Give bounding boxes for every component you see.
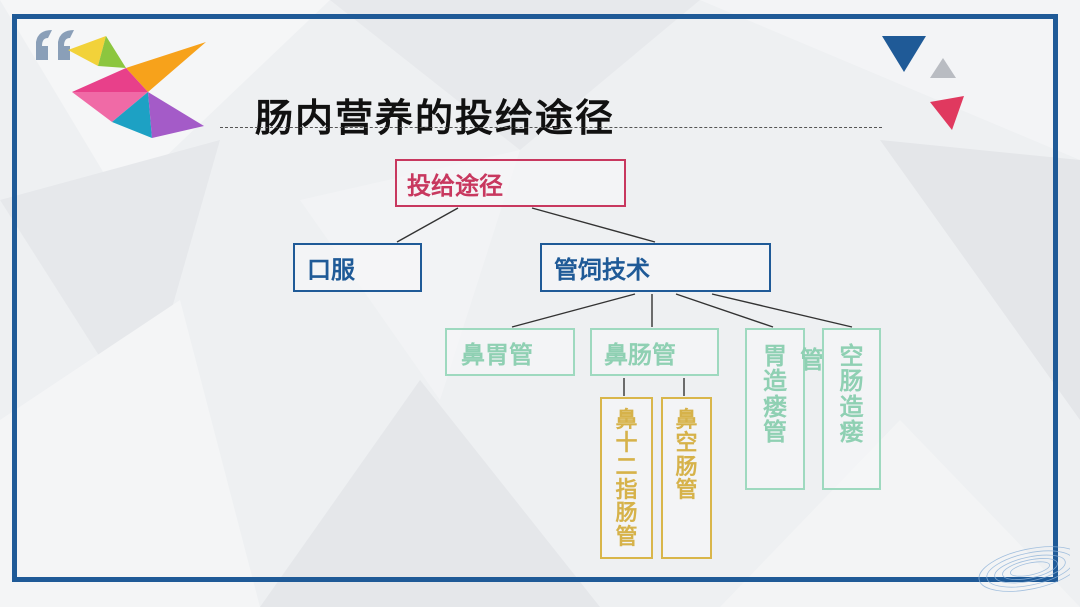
node-gastrostomy-label: 胃造瘘管 <box>763 342 787 447</box>
node-jejunostomy: 空肠造瘘 <box>822 328 881 490</box>
title-separator <box>220 127 882 128</box>
node-tube-feeding-label: 管饲技术 <box>554 256 650 284</box>
slide-frame <box>12 14 1058 582</box>
gray-triangle-decoration <box>930 58 956 78</box>
slide-title: 肠内营养的投给途径 <box>255 96 616 141</box>
node-tube-feeding: 管饲技术 <box>540 243 771 292</box>
node-oral-label: 口服 <box>307 256 355 284</box>
node-gastrostomy: 胃造瘘管 <box>745 328 805 490</box>
node-nasoduodenal-label: 鼻十二指肠管 <box>615 408 638 550</box>
node-nasoduodenal: 鼻十二指肠管 <box>600 397 653 559</box>
node-nasogastric-label: 鼻胃管 <box>461 340 533 369</box>
node-nasoenteric: 鼻肠管 <box>590 328 719 376</box>
pink-triangle-decoration <box>930 96 964 130</box>
node-jejunostomy-label: 空肠造瘘 <box>839 342 864 447</box>
blue-triangle-decoration <box>882 36 926 72</box>
node-nasojejunal: 鼻空肠管 <box>661 397 712 559</box>
node-oral: 口服 <box>293 243 422 292</box>
origami-bird-logo <box>36 30 206 138</box>
node-nasoenteric-label: 鼻肠管 <box>604 340 676 369</box>
node-root-label: 投给途径 <box>407 171 503 200</box>
stray-label: 管 <box>800 346 824 374</box>
node-nasogastric: 鼻胃管 <box>445 328 575 376</box>
node-nasojejunal-label: 鼻空肠管 <box>675 408 698 503</box>
wave-swirl-decoration <box>978 546 1070 592</box>
node-root-route: 投给途径 <box>395 159 626 207</box>
